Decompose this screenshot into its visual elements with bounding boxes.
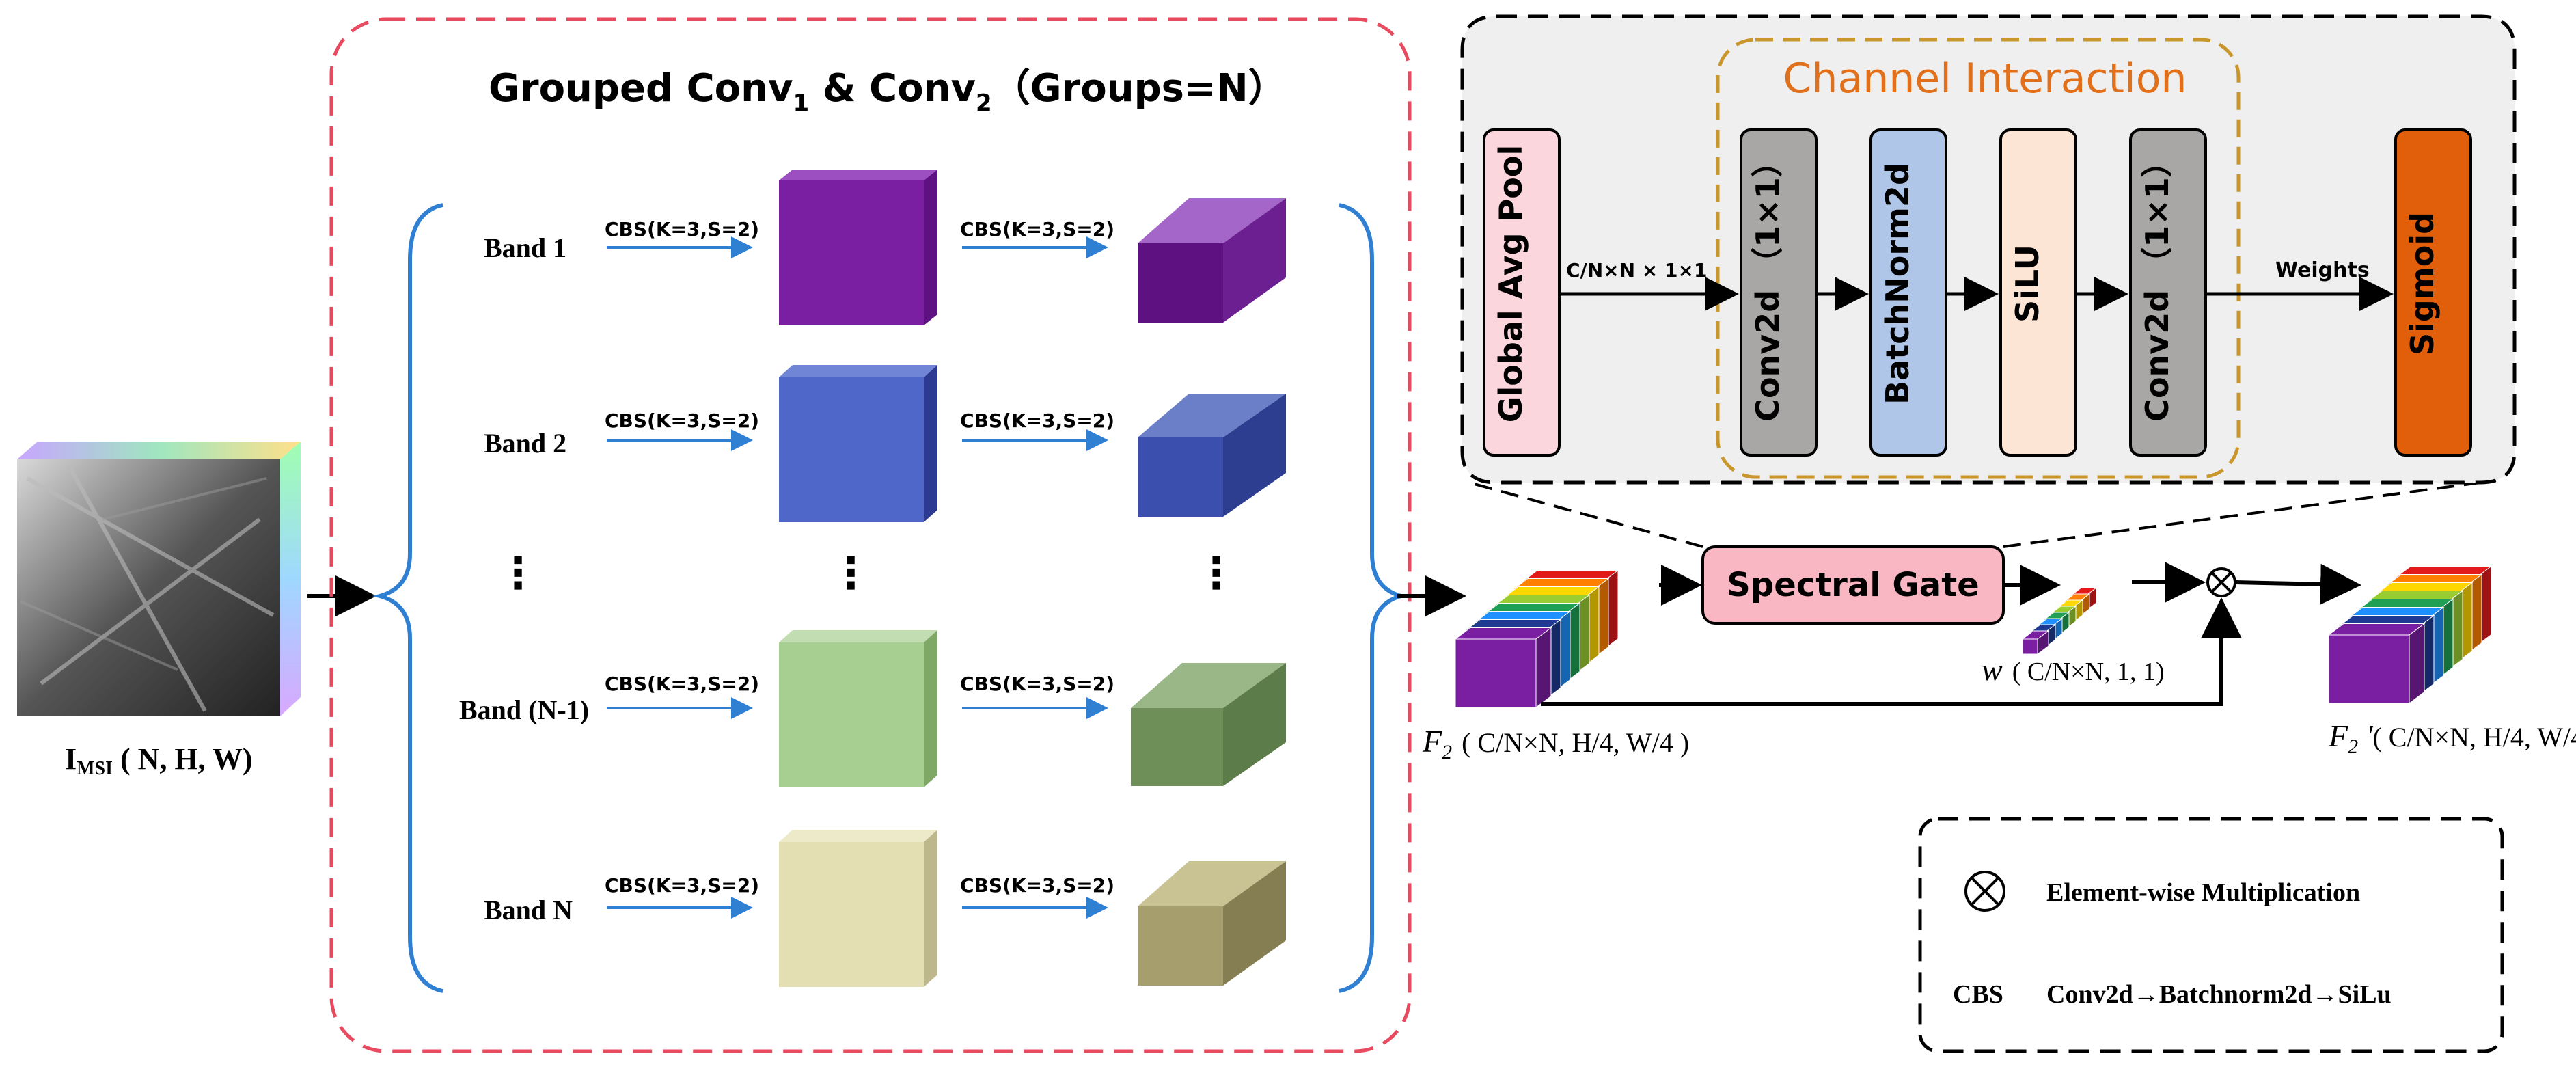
cbs-label: CBS(K=3,S=2) [960,874,1114,897]
block-label: Sigmoid [2404,212,2441,355]
legend-multiply-text: Element-wise Multiplication [2046,878,2360,907]
band-row-n: Band N CBS(K=3,S=2) CBS(K=3,S=2) [484,830,1286,987]
block-conv2d-1: Conv2d （1×1） [1740,128,1818,457]
block-batchnorm2d: BatchNorm2d [1869,128,1947,457]
f2-prime-feature-stack [2327,565,2493,704]
w-weight-stack [2021,587,2098,655]
stack-slab [1454,627,1552,640]
skip-connection-arrow [1541,597,2242,706]
cbs-label: CBS(K=3,S=2) [605,409,759,432]
band-cube-small [1138,198,1286,323]
input-image-cube [17,442,301,716]
ellipsis-small-cube: ⋮ [1194,548,1238,599]
zoom-line-left [1468,481,1703,548]
cbs-label: CBS(K=3,S=2) [960,409,1114,432]
edge-label-shape: C/N×N × 1×1 [1566,259,1708,282]
edge-label-weights: Weights [2275,258,2370,282]
block-conv2d-2: Conv2d （1×1） [2129,128,2207,457]
multiply-node [2206,567,2236,597]
legend-cbs-text: Conv2d→Batchnorm2d→SiLu [2046,980,2392,1009]
input-label: IMSI ( N, H, W) [65,742,253,779]
band-cube-large [779,630,937,787]
block-label: BatchNorm2d [1879,163,1916,405]
band-cube-large [779,830,937,987]
channel-interaction-title: Channel Interaction [1783,55,2187,103]
channel-interaction-panel [1460,14,2517,485]
w-label: w( C/N×N, 1, 1) [1982,652,2165,687]
block-label: Conv2d （1×1） [1749,146,1786,422]
grouped-conv-box [329,17,1412,1053]
band-label: Band (N-1) [459,694,589,725]
band-label: Band 2 [484,428,566,459]
ellipsis-large-cube: ⋮ [829,548,873,599]
band-cube-small [1131,663,1286,786]
f2-prime-label: F2 '( C/N×N, H/4, W/4 ) [2328,718,2576,758]
band-cube-large [779,170,937,325]
block-label: Global Avg Pool [1492,145,1529,422]
multiply-to-output-arrow [2234,563,2361,605]
band-cube-large [779,365,937,522]
stack-slab [2409,623,2425,704]
stack-slab [2022,638,2038,655]
legend-box [1918,817,2504,1053]
band-row-n-1: Band (N-1) CBS(K=3,S=2) CBS(K=3,S=2) [459,630,1286,787]
stack-slab [2328,634,2410,704]
cbs-label: CBS(K=3,S=2) [605,673,759,695]
stack-slab [1455,638,1537,708]
legend-multiply-icon [1964,871,2005,912]
legend-cbs-key: CBS [1953,980,2003,1009]
block-global-avg-pool: Global Avg Pool [1483,128,1561,457]
band-cube-small [1138,861,1286,986]
block-label: SiLU [2009,245,2046,323]
block-label: Conv2d （1×1） [2139,146,2176,422]
spectral-gate-label: Spectral Gate [1727,566,1979,604]
block-sigmoid: Sigmoid [2394,128,2472,457]
band-label: Band N [484,895,573,925]
grouped-conv-title: Grouped Conv1 & Conv2（Groups=N） [489,66,1287,117]
stack-slab [1535,627,1552,708]
cbs-label: CBS(K=3,S=2) [605,218,759,241]
left-brace [372,203,443,993]
band-label: Band 1 [484,232,566,263]
cbs-label: CBS(K=3,S=2) [960,673,1114,695]
band-row-2: Band 2 CBS(K=3,S=2) CBS(K=3,S=2) [484,365,1286,522]
right-brace [1339,203,1408,993]
zoom-line-right [2003,481,2481,548]
ellipsis-band: ⋮ [496,548,540,599]
cbs-label: CBS(K=3,S=2) [960,218,1114,241]
f2-label: F2( C/N×N, H/4, W/4 ) [1422,724,1689,763]
channel-interaction-inner-box [1716,38,2241,479]
band-cube-small [1138,394,1286,517]
block-silu: SiLU [1999,128,2077,457]
cbs-label: CBS(K=3,S=2) [605,874,759,897]
f2-feature-stack [1454,569,1619,708]
stack-slab [2327,623,2426,636]
band-row-1: Band 1 CBS(K=3,S=2) CBS(K=3,S=2) [484,170,1286,325]
